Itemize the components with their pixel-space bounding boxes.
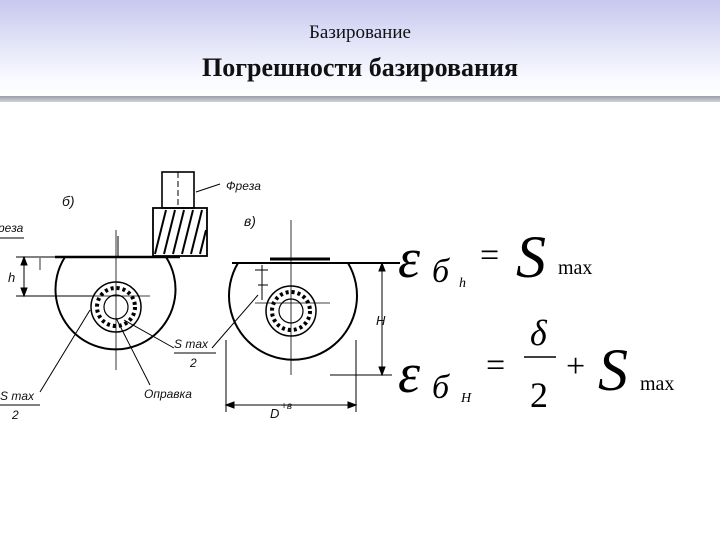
formula-h-max: max <box>558 257 592 279</box>
label-smax-mid-den: 2 <box>189 356 197 370</box>
label-dimension-H: H <box>376 313 386 328</box>
formula-H: ε б H = δ 2 + S max <box>398 313 674 415</box>
formula-H-plus: + <box>566 348 585 385</box>
formula-H-epsilon: ε <box>398 343 421 405</box>
formula-h-subsub: h <box>459 276 466 291</box>
label-smax-left: S max <box>0 389 35 403</box>
drawing-variant-b <box>0 171 221 393</box>
formula-H-max: max <box>640 373 674 395</box>
formula-h-S: S <box>516 224 546 290</box>
formula-h-epsilon: ε <box>398 228 421 290</box>
formula-H-subsub: H <box>460 391 472 406</box>
workpiece-v <box>228 262 358 361</box>
label-cutter-left: реза <box>0 221 24 235</box>
formula-H-S: S <box>598 337 628 403</box>
label-variant-b: б) <box>62 193 75 209</box>
label-smax-mid: S max <box>174 337 209 351</box>
formula-H-numerator: δ <box>530 313 548 353</box>
label-dimension-D-sup: +в <box>281 401 292 412</box>
label-cutter: Фреза <box>226 179 261 193</box>
formula-h: ε б h = S max <box>398 224 592 291</box>
slide-title: Погрешности базирования <box>201 53 519 82</box>
label-mandrel: Оправка <box>144 387 192 401</box>
drawing-variant-v <box>211 220 400 412</box>
slide-header <box>0 0 720 100</box>
workpiece-b <box>54 256 177 351</box>
formula-H-subscript: б <box>432 369 451 406</box>
header-divider <box>0 96 720 102</box>
label-dimension-D: D <box>270 406 279 421</box>
formula-H-equals: = <box>486 347 505 384</box>
label-variant-v: в) <box>244 213 256 229</box>
formula-h-equals: = <box>480 237 499 274</box>
slide-subtitle: Базирование <box>309 22 411 43</box>
formula-H-denominator: 2 <box>530 375 548 415</box>
formula-h-subscript: б <box>432 253 451 290</box>
label-smax-left-den: 2 <box>11 408 19 422</box>
label-dimension-h: h <box>8 270 15 285</box>
